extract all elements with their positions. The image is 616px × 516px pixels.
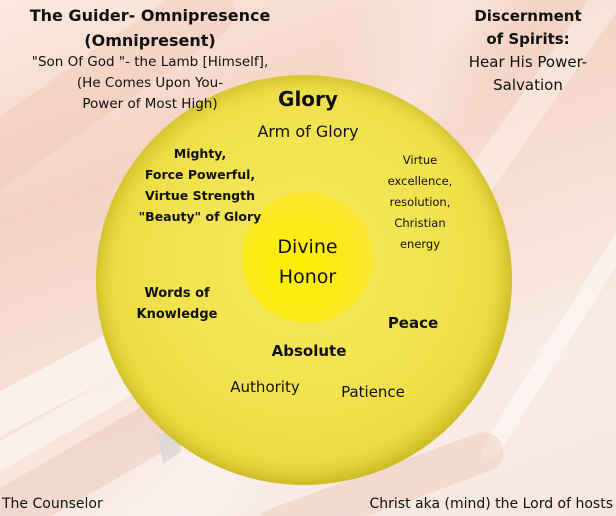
label-the-counselor: The Counselor <box>2 496 103 512</box>
top-left-sub-line: (He Comes Upon You- <box>76 75 224 91</box>
top-left-subtitle: "Son Of God "- the Lamb [Himself], (He C… <box>0 52 300 115</box>
top-right-title-line: of Spirits: <box>486 30 570 48</box>
label-patience: Patience <box>341 383 405 401</box>
top-right-sub-line: Hear His Power- <box>468 53 588 71</box>
mighty-line: Mighty, <box>173 146 227 161</box>
mighty-line: Virtue Strength <box>145 188 255 203</box>
label-arm-of-glory: Arm of Glory <box>257 122 359 141</box>
label-absolute: Absolute <box>271 342 347 360</box>
mighty-line: Force Powerful, <box>144 167 256 182</box>
virtue-line: Virtue <box>402 153 438 167</box>
top-left-title-line: (Omnipresent) <box>84 31 216 50</box>
top-right-title-line: Discernment <box>474 7 582 25</box>
virtue-line: Christian <box>394 216 446 230</box>
label-divine-honor: Divine Honor <box>242 232 373 292</box>
top-right-title: Discernment of Spirits: <box>440 5 616 51</box>
top-left-sub-line: Power of Most High) <box>82 96 218 112</box>
top-right-subtitle: Hear His Power- Salvation <box>440 51 616 97</box>
label-authority: Authority <box>230 378 300 396</box>
center-line: Honor <box>278 266 337 288</box>
label-glory: Glory <box>278 87 338 111</box>
top-left-title-line: The Guider- Omnipresence <box>29 6 271 25</box>
words-line: Knowledge <box>136 307 218 322</box>
words-line: Words of <box>144 286 210 301</box>
label-mighty: Mighty, Force Powerful, Virtue Strength … <box>120 143 280 227</box>
virtue-line: excellence, <box>387 174 453 188</box>
inner-circle <box>242 192 373 323</box>
virtue-line: energy <box>399 237 441 251</box>
label-peace: Peace <box>387 314 439 332</box>
label-virtue: Virtue excellence, resolution, Christian… <box>360 150 480 255</box>
top-right-sub-line: Salvation <box>493 76 563 94</box>
top-left-sub-line: "Son Of God "- the Lamb [Himself], <box>31 54 269 70</box>
center-line: Divine <box>277 236 338 258</box>
label-words-of-knowledge: Words of Knowledge <box>118 283 236 325</box>
mighty-line: "Beauty" of Glory <box>138 209 262 224</box>
label-christ-lord-of-hosts: Christ aka (mind) the Lord of hosts <box>369 496 613 512</box>
virtue-line: resolution, <box>389 195 451 209</box>
top-left-title: The Guider- Omnipresence (Omnipresent) <box>0 3 300 53</box>
